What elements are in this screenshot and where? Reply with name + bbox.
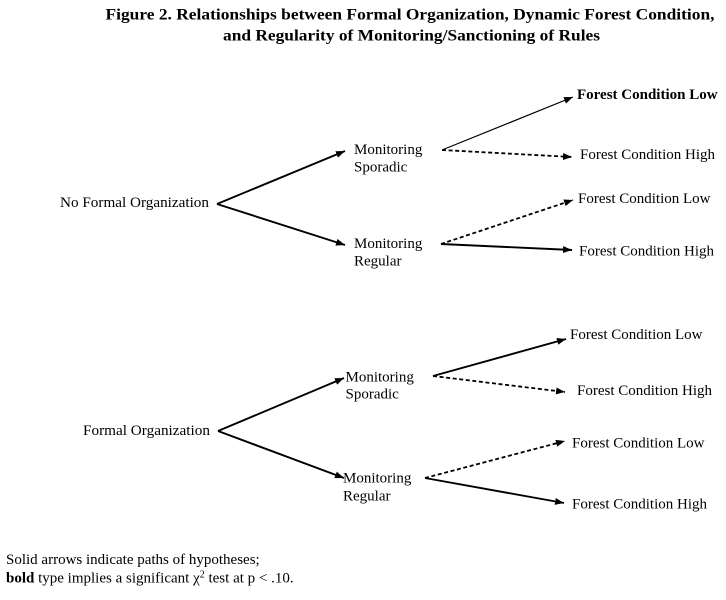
svg-text:Regular: Regular [343, 489, 390, 505]
svg-text:Forest Condition High: Forest Condition High [579, 244, 715, 260]
svg-text:Solid arrows indicate paths of: Solid arrows indicate paths of hypothese… [6, 552, 260, 568]
svg-text:Forest Condition High: Forest Condition High [577, 383, 713, 399]
svg-text:Regular: Regular [354, 254, 401, 270]
svg-text:Forest Condition High: Forest Condition High [580, 147, 716, 163]
svg-text:Monitoring: Monitoring [354, 236, 423, 252]
svg-text:Forest Condition Low: Forest Condition Low [578, 191, 711, 207]
svg-text:Monitoring: Monitoring [354, 142, 423, 158]
svg-text:Forest Condition Low: Forest Condition Low [577, 87, 718, 103]
svg-text:Forest Condition Low: Forest Condition Low [570, 327, 703, 343]
svg-text:Monitoring: Monitoring [346, 370, 415, 386]
svg-text:Figure 2. Relationships betwee: Figure 2. Relationships between Formal O… [106, 7, 715, 24]
svg-text:Forest Condition Low: Forest Condition Low [572, 436, 705, 452]
svg-text:Formal Organization: Formal Organization [83, 423, 210, 439]
svg-text:Sporadic: Sporadic [346, 387, 400, 403]
svg-text:Sporadic: Sporadic [354, 160, 408, 176]
svg-text:bold type implies a significan: bold type implies a significant χ2 test … [6, 570, 294, 587]
svg-text:Monitoring: Monitoring [343, 471, 412, 487]
svg-text:Forest Condition High: Forest Condition High [572, 497, 708, 513]
svg-text:and Regularity of Monitoring/S: and Regularity of Monitoring/Sanctioning… [223, 27, 600, 44]
svg-text:No Formal Organization: No Formal Organization [60, 195, 209, 211]
